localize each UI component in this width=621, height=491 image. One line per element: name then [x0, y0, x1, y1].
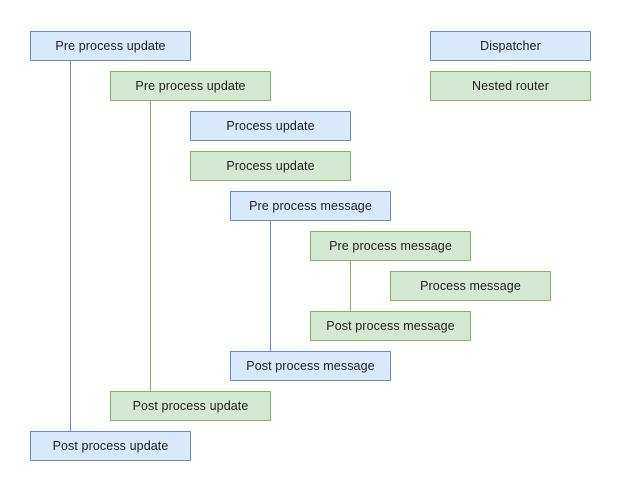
process-node[interactable]: Pre process message: [310, 231, 471, 261]
process-node[interactable]: Pre process update: [110, 71, 271, 101]
process-node[interactable]: Process update: [190, 111, 351, 141]
process-node[interactable]: Post process message: [310, 311, 471, 341]
process-node[interactable]: Post process message: [230, 351, 391, 381]
lifeline-green-1: [150, 101, 151, 391]
process-node[interactable]: Pre process message: [230, 191, 391, 221]
legend-item[interactable]: Nested router: [430, 71, 591, 101]
lifeline-green-3: [350, 261, 351, 311]
legend-item[interactable]: Dispatcher: [430, 31, 591, 61]
lifeline-blue-0: [70, 61, 71, 431]
process-node[interactable]: Process update: [190, 151, 351, 181]
lifeline-blue-2: [270, 221, 271, 351]
process-node[interactable]: Post process update: [110, 391, 271, 421]
process-node[interactable]: Pre process update: [30, 31, 191, 61]
process-node[interactable]: Process message: [390, 271, 551, 301]
process-node[interactable]: Post process update: [30, 431, 191, 461]
